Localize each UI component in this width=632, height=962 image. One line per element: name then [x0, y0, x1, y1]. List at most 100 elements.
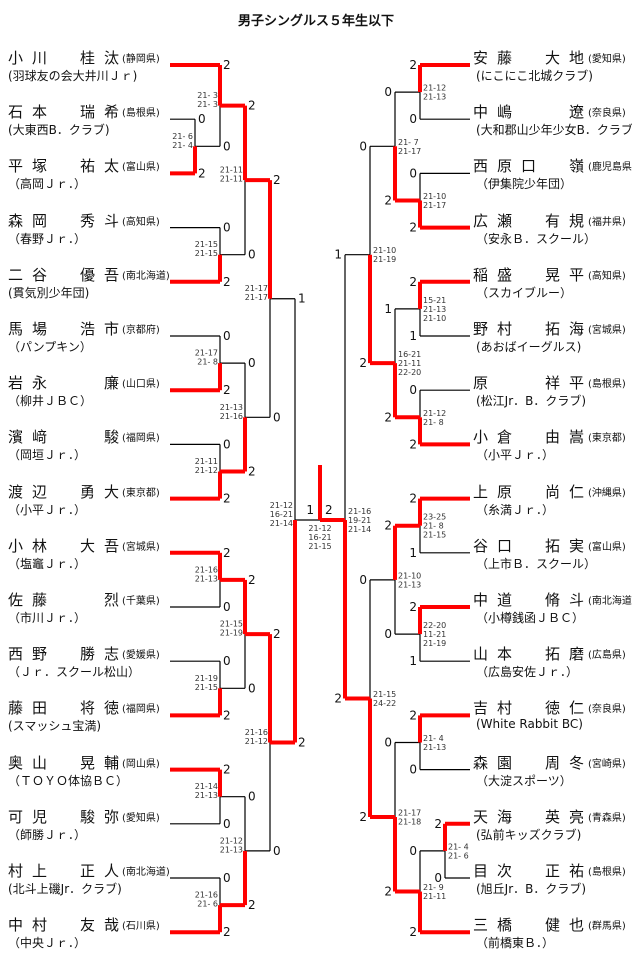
games-won: 0: [409, 112, 417, 126]
set-score: 21-13: [398, 580, 421, 589]
games-won: 2: [409, 275, 417, 289]
player-club: （中央Ｊｒ．）: [8, 936, 87, 951]
player-club: （前橋東Ｂ．）: [476, 936, 555, 951]
games-won: 0: [248, 248, 256, 262]
player-club: (大和郡山少年少女B．クラブ): [476, 123, 632, 138]
player-prefecture: (福井県): [588, 216, 626, 228]
player-name: 天海 英亮: [473, 807, 594, 826]
games-won: 0: [223, 654, 231, 668]
player-name: 上原 尚仁: [473, 482, 594, 501]
games-won: 1: [334, 248, 342, 262]
set-score: 21-12: [423, 409, 446, 418]
games-won: 0: [384, 736, 392, 750]
player-club: (松江Jr．B．クラブ): [476, 394, 587, 409]
set-score: 21-10: [423, 314, 446, 323]
player-club: （大淀スポーツ）: [476, 773, 572, 788]
games-won: 0: [248, 790, 256, 804]
set-score: 21-11: [398, 359, 421, 368]
games-won: 1: [384, 302, 392, 316]
player-name: 三橋 健也: [473, 916, 594, 935]
set-score: 21-13: [423, 93, 446, 102]
set-score: 21-17: [423, 201, 446, 210]
games-won: 2: [409, 58, 417, 72]
games-won: 0: [384, 627, 392, 641]
player-prefecture: (島根県): [122, 108, 160, 120]
set-score: 21-15: [220, 620, 243, 629]
player-name: 西野 勝志: [8, 645, 129, 664]
set-score: 21-10: [423, 192, 446, 201]
games-won: 0: [273, 844, 281, 858]
set-score: 21-10: [398, 571, 421, 580]
set-score: 21- 4: [448, 842, 469, 851]
player-name: 森園 周冬: [473, 753, 594, 772]
player-name: 野村 拓海: [473, 320, 594, 338]
player-prefecture: (奈良県): [588, 108, 626, 120]
set-score: 21-19: [220, 629, 243, 638]
games-won: 1: [409, 654, 417, 668]
set-score: 21-12: [220, 836, 243, 845]
set-score: 21- 3: [197, 100, 218, 109]
player-prefecture: (富山県): [588, 541, 626, 553]
set-score: 21- 6: [448, 851, 469, 860]
games-won: 2: [223, 546, 231, 560]
games-won: 2: [248, 99, 256, 113]
set-score: 24-22: [373, 699, 396, 708]
set-score: 21-16: [195, 565, 218, 574]
set-score: 15-21: [423, 296, 446, 305]
player-name: 山本 拓磨: [473, 645, 594, 664]
games-won: 2: [223, 58, 231, 72]
games-won: 2: [248, 573, 256, 587]
set-score: 21-15: [195, 240, 218, 249]
player-name: 安藤 大地: [473, 49, 594, 67]
player-prefecture: (静岡県): [122, 54, 160, 65]
games-won: 0: [273, 410, 281, 424]
player-prefecture: (山口県): [122, 379, 160, 391]
final-set-score: 21-12: [308, 524, 331, 533]
games-won: 2: [359, 356, 367, 370]
player-club: （師勝Ｊｒ．）: [8, 827, 87, 842]
games-won: 2: [384, 885, 392, 899]
player-name: 中嶋 遼: [473, 103, 594, 122]
set-score: 22-20: [398, 368, 421, 377]
set-score: 21-10: [373, 246, 396, 255]
games-won: 2: [223, 275, 231, 289]
games-won: 2: [198, 166, 206, 180]
player-prefecture: (宮崎県): [588, 758, 626, 770]
player-prefecture: (高知県): [588, 270, 626, 282]
player-name: 濱﨑 駿: [8, 428, 129, 447]
set-score: 21-15: [373, 690, 396, 699]
player-name: 馬場 浩市: [8, 320, 129, 338]
set-score: 21- 4: [172, 141, 193, 150]
player-name: 広瀬 有規: [473, 211, 594, 230]
player-club: （安永Ｂ．スクール）: [476, 231, 597, 246]
player-prefecture: (愛知県): [122, 812, 160, 824]
player-name: 二谷 優吾: [8, 265, 129, 284]
page-title: 男子シングルス５年生以下: [237, 14, 394, 29]
games-won: 2: [273, 627, 281, 641]
player-prefecture: (東京都): [122, 487, 160, 499]
set-score: 21-14: [270, 519, 293, 528]
player-name: 目次 正祐: [473, 862, 594, 880]
player-club: (貫気別少年団): [8, 285, 90, 300]
set-score: 21-11: [220, 166, 243, 175]
player-prefecture: (南北海道): [122, 867, 170, 878]
player-prefecture: (福岡県): [122, 704, 160, 716]
player-name: 稲盛 晃平: [473, 265, 594, 284]
player-club: (スマッシュ宝満): [8, 719, 102, 734]
player-club: （糸満Ｊｒ．）: [476, 502, 555, 517]
set-score: 21- 8: [423, 418, 444, 427]
player-name: 小川 桂汰: [8, 49, 129, 67]
set-score: 21-15: [195, 683, 218, 692]
set-score: 21-14: [195, 782, 218, 791]
set-score: 21-17: [398, 147, 421, 156]
set-score: 21-15: [195, 249, 218, 258]
set-score: 21-17: [398, 809, 421, 818]
player-name: 中道 脩斗: [473, 591, 594, 609]
final-set-score: 21-15: [308, 542, 331, 551]
player-club: （パンプキン）: [8, 340, 92, 354]
set-score: 21-19: [423, 639, 446, 648]
set-score: 22-20: [423, 621, 446, 630]
set-score: 16-21: [270, 510, 293, 519]
player-prefecture: (愛媛県): [122, 650, 160, 662]
